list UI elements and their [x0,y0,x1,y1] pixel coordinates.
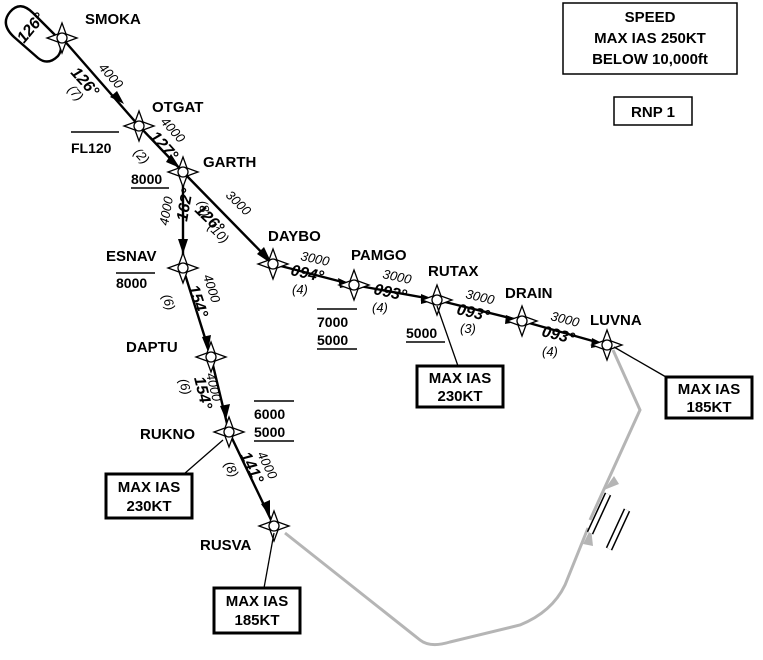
alt-limit-otgat: FL120 [71,140,112,156]
leader-rukno [183,439,224,475]
waypoint-rutax: RUTAX [428,263,479,280]
alt-limit-garth: 8000 [131,171,162,187]
waypoint-otgat: OTGAT [152,99,203,116]
arrow-rukno-rusva [261,500,270,517]
speed-box-rutax: MAX IAS 230KT [415,364,505,409]
speed-rukno-line1: MAX IAS [118,479,181,496]
alt-drain-luvna: 3000 [549,308,581,330]
dist-pamgo-rutax: (4) [372,300,388,315]
fix-esnav[interactable] [167,252,199,284]
arrow-smoka-otgat [110,91,124,104]
speed-rutax-line2: 230KT [437,388,482,405]
alt-garth-daybo: 3000 [223,187,255,218]
waypoint-rusva: RUSVA [200,537,252,554]
leader-luvna [613,346,667,378]
course-daybo-pamgo: 094° [289,262,325,286]
alt-rutax-drain: 3000 [464,286,496,307]
speed-luvna-line2: 185KT [686,399,731,416]
grey-path-luvna [588,349,642,521]
waypoint-drain: DRAIN [505,285,553,302]
runway-right-inner [607,509,629,550]
waypoint-rukno: RUKNO [140,426,195,443]
grey-path-rusva [284,527,590,647]
alt-limit-rukno-top: 6000 [254,406,285,422]
alt-pamgo-rutax: 3000 [381,266,413,287]
fix-daptu[interactable] [195,341,227,373]
fix-rutax[interactable] [421,284,453,316]
speed-title: SPEED [625,9,676,26]
speed-box-luvna: MAX IAS 185KT [664,375,754,420]
speed-rutax-line1: MAX IAS [429,370,492,387]
arrow-garth-esnav [178,239,188,254]
fix-drain[interactable] [506,305,538,337]
route-smoka-otgat [61,37,140,127]
speed-restriction-box: SPEED MAX IAS 250KT BELOW 10,000ft [562,2,738,75]
fix-pamgo[interactable] [338,269,370,301]
fix-luvna[interactable] [591,329,623,361]
waypoint-daptu: DAPTU [126,339,178,356]
rnp-box: RNP 1 [613,96,693,126]
speed-rusva-line2: 185KT [234,612,279,629]
holding-course: 126° [14,10,49,47]
waypoint-luvna: LUVNA [590,312,642,329]
waypoint-pamgo: PAMGO [351,247,407,264]
arrow-daptu-rukno [220,404,230,420]
alt-limit-rukno-bottom: 5000 [254,424,285,440]
waypoint-garth: GARTH [203,154,256,171]
speed-line2: BELOW 10,000ft [592,51,708,68]
runway-left-inner [588,493,610,534]
alt-garth-esnav: 4000 [156,195,176,227]
speed-luvna-line1: MAX IAS [678,381,741,398]
course-garth-esnav: 162° [174,187,197,223]
dist-rutax-drain: (3) [460,321,476,336]
speed-rukno-line2: 230KT [126,498,171,515]
speed-box-rukno: MAX IAS 230KT [104,472,194,520]
dist-otgat-garth: (2) [131,145,153,167]
alt-limit-daybo-top: 7000 [317,314,348,330]
leader-rutax [436,305,459,367]
waypoint-smoka: SMOKA [85,11,141,28]
waypoint-daybo: DAYBO [268,228,321,245]
alt-limit-rutax: 5000 [406,325,437,341]
rnp-label: RNP 1 [631,104,675,121]
alt-limit-esnav: 8000 [116,275,147,291]
holding-pattern [4,5,63,63]
leader-rusva [263,532,275,589]
route-garth-daybo [182,171,274,265]
grey-arrow-luvna [604,476,619,490]
dist-esnav-daptu: (6) [159,292,178,312]
dist-daybo-pamgo: (4) [292,282,308,297]
fix-rukno[interactable] [213,416,245,448]
speed-rusva-line1: MAX IAS [226,593,289,610]
alt-daybo-pamgo: 3000 [299,248,331,269]
speed-line1: MAX IAS 250KT [594,30,706,47]
dist-drain-luvna: (4) [542,344,558,359]
alt-daptu-rukno: 4000 [203,371,225,403]
dist-garth-esnav: (8) [195,199,214,218]
dist-rukno-rusva: (8) [221,459,241,480]
waypoint-esnav: ESNAV [106,248,157,265]
speed-box-rusva: MAX IAS 185KT [212,586,302,635]
alt-limit-daybo-bottom: 5000 [317,332,348,348]
course-pamgo-rutax: 093° [372,281,408,305]
arrow-otgat-garth [166,154,180,168]
dist-daptu-rukno: (6) [176,377,194,396]
